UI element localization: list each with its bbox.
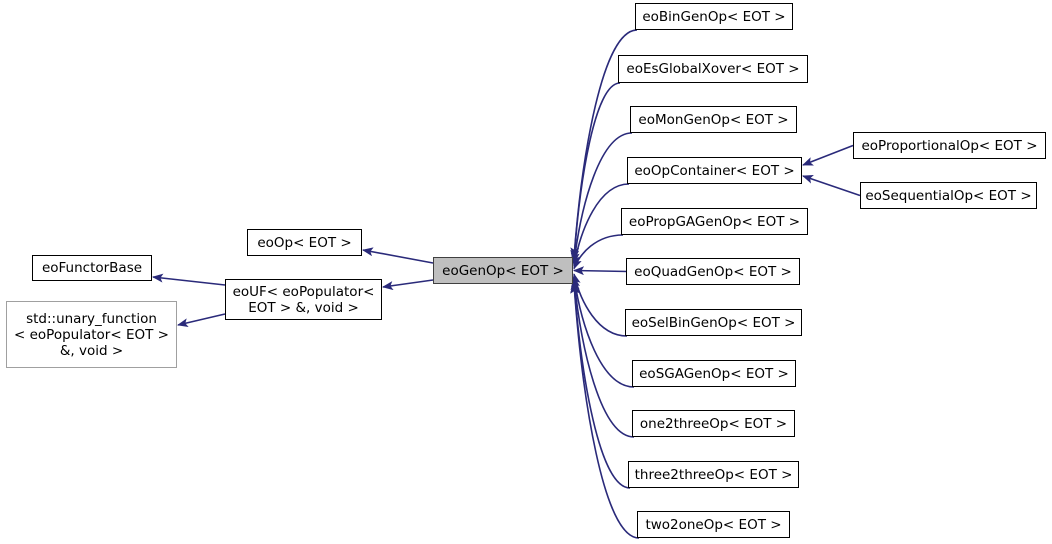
class-node-two2oneOp[interactable]: two2oneOp< EOT > [637, 511, 790, 538]
edge-eoEsGlobalXover-to-eoGenOp [570, 82, 621, 262]
class-node-label: std::unary_function < eoPopulator< EOT >… [14, 310, 169, 359]
class-node-label: eoPropGAGenOp< EOT > [628, 213, 801, 230]
class-node-eoOp[interactable]: eoOp< EOT > [247, 229, 362, 256]
class-node-three2threeOp[interactable]: three2threeOp< EOT > [628, 461, 799, 488]
class-node-label: eoUF< eoPopulator< EOT > &, void > [232, 283, 375, 316]
class-node-label: eoSelBinGenOp< EOT > [631, 314, 796, 331]
class-node-one2threeOp[interactable]: one2threeOp< EOT > [632, 410, 795, 437]
class-node-label: one2threeOp< EOT > [639, 415, 788, 432]
edge-eoProportionalOp-to-eoOpContainer [802, 144, 854, 166]
class-node-eoEsGlobalXover[interactable]: eoEsGlobalXover< EOT > [618, 55, 808, 83]
class-node-label: three2threeOp< EOT > [634, 466, 793, 483]
class-node-label: eoGenOp< EOT > [442, 262, 564, 279]
edge-three2threeOp-to-eoGenOp [570, 281, 631, 489]
edge-eoGenOp-to-eoUF [382, 279, 434, 291]
class-node-label: eoBinGenOp< EOT > [642, 8, 786, 25]
edge-eoSequentialOp-to-eoOpContainer [802, 174, 861, 197]
class-node-eoBinGenOp[interactable]: eoBinGenOp< EOT > [635, 3, 793, 30]
class-node-label: two2oneOp< EOT > [645, 516, 782, 533]
class-node-eoOpContainer[interactable]: eoOpContainer< EOT > [627, 157, 802, 184]
edge-one2threeOp-to-eoGenOp [570, 278, 635, 438]
class-node-eoMonGenOp[interactable]: eoMonGenOp< EOT > [630, 106, 797, 133]
edge-eoSelBinGenOp-to-eoGenOp [571, 273, 628, 337]
class-node-eoFunctorBase[interactable]: eoFunctorBase [32, 255, 152, 281]
class-node-eoSequentialOp[interactable]: eoSequentialOp< EOT > [860, 182, 1037, 209]
class-node-eoSelBinGenOp[interactable]: eoSelBinGenOp< EOT > [625, 309, 802, 336]
edge-eoQuadGenOp-to-eoGenOp [573, 266, 629, 276]
class-node-eoGenOp[interactable]: eoGenOp< EOT > [433, 257, 573, 284]
class-node-label: eoMonGenOp< EOT > [638, 111, 789, 128]
class-node-eoSGAGenOp[interactable]: eoSGAGenOp< EOT > [632, 360, 796, 387]
class-node-label: eoFunctorBase [41, 260, 143, 276]
class-node-eoProportionalOp[interactable]: eoProportionalOp< EOT > [853, 132, 1046, 159]
edge-eoUF-to-eoFunctorBase [152, 273, 226, 286]
class-node-label: eoProportionalOp< EOT > [861, 137, 1038, 154]
class-node-eoQuadGenOp[interactable]: eoQuadGenOp< EOT > [626, 258, 800, 285]
class-node-label: eoEsGlobalXover< EOT > [626, 61, 800, 77]
edge-eoMonGenOp-to-eoGenOp [570, 132, 633, 264]
edge-eoUF-to-stdUnaryFunction [177, 313, 226, 328]
class-node-label: eoQuadGenOp< EOT > [634, 263, 792, 280]
edge-eoPropGAGenOp-to-eoGenOp [573, 234, 624, 270]
class-node-eoPropGAGenOp[interactable]: eoPropGAGenOp< EOT > [621, 208, 808, 235]
class-node-label: eoSequentialOp< EOT > [865, 187, 1032, 204]
class-node-label: eoOp< EOT > [257, 234, 352, 251]
class-node-stdUnaryFunction[interactable]: std::unary_function < eoPopulator< EOT >… [6, 301, 177, 368]
class-node-label: eoSGAGenOp< EOT > [639, 365, 789, 382]
class-node-label: eoOpContainer< EOT > [634, 162, 795, 179]
edge-eoGenOp-to-eoOp [362, 247, 434, 264]
class-node-eoUF[interactable]: eoUF< eoPopulator< EOT > &, void > [225, 279, 382, 320]
